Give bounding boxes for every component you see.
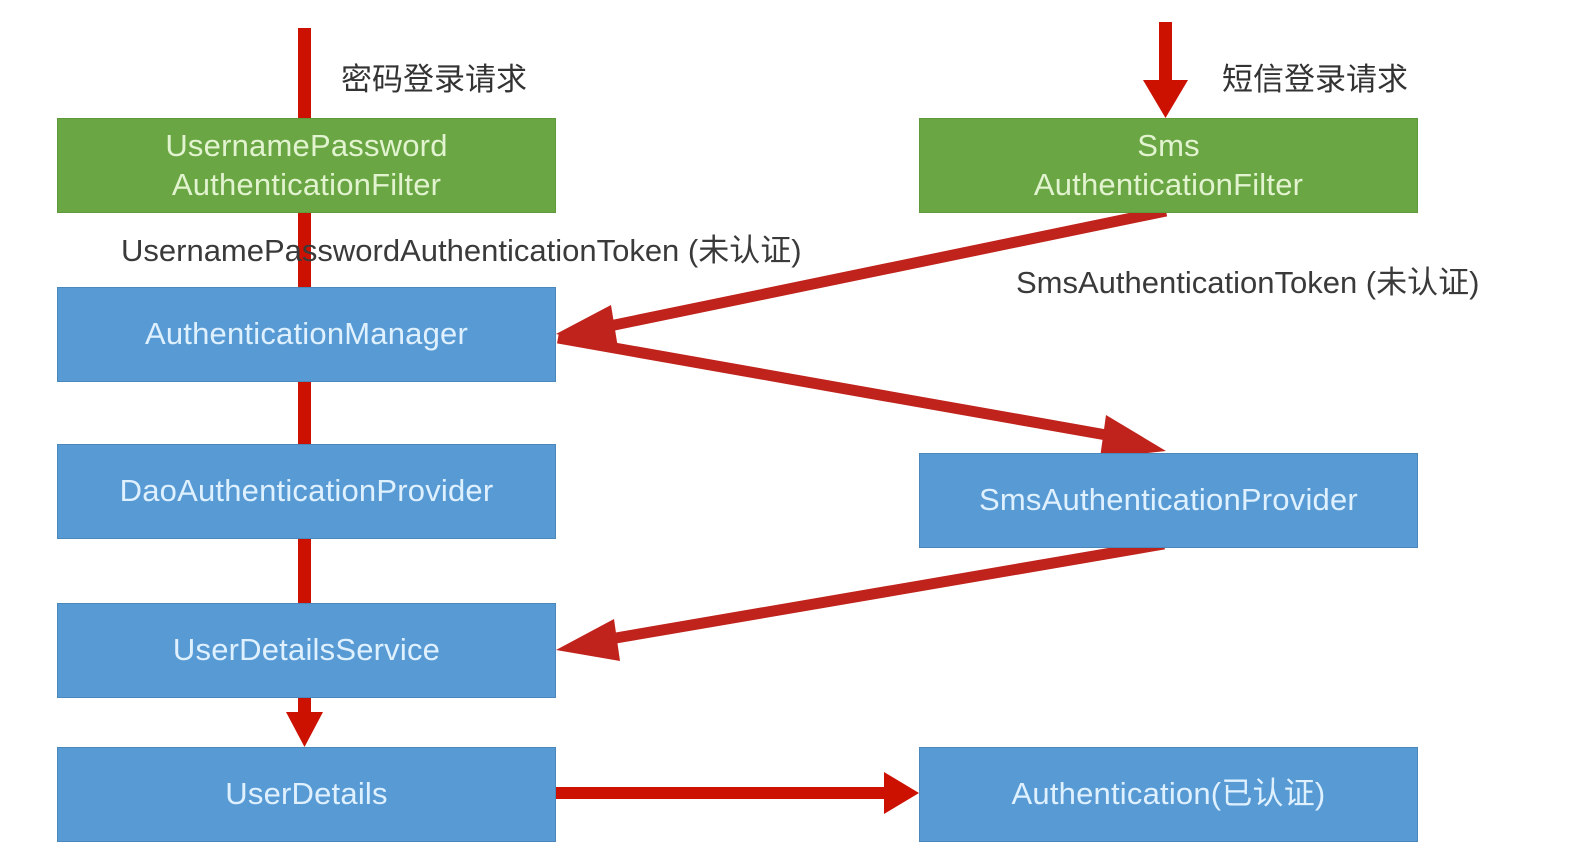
node-label: SmsAuthenticationProvider xyxy=(979,482,1358,518)
node-user-details-service[interactable]: UserDetailsService xyxy=(57,603,556,698)
caption-username-password-token: UsernamePasswordAuthenticationToken (未认证… xyxy=(121,233,802,268)
arrow-password-request-into-filter xyxy=(298,28,311,120)
arrow-manager-to-sms-provider xyxy=(557,332,1166,458)
node-label: UserDetailsService xyxy=(172,632,441,668)
node-label: AuthenticationManager xyxy=(144,316,469,352)
node-sms-authentication-provider[interactable]: SmsAuthenticationProvider xyxy=(919,453,1418,548)
node-label: Authentication(已认证) xyxy=(1011,776,1326,812)
arrow-sms-provider-to-user-details-service xyxy=(556,538,1165,661)
caption-sms-token: SmsAuthenticationToken (未认证) xyxy=(1016,265,1480,300)
arrow-dao-provider-to-user-details-service xyxy=(298,537,311,607)
arrow-user-details-to-authentication xyxy=(556,772,919,814)
node-label: Sms AuthenticationFilter xyxy=(1033,127,1304,202)
node-sms-authentication-filter[interactable]: Sms AuthenticationFilter xyxy=(919,118,1418,213)
node-dao-authentication-provider[interactable]: DaoAuthenticationProvider xyxy=(57,444,556,539)
caption-sms-login-request: 短信登录请求 xyxy=(1222,62,1408,97)
node-label: DaoAuthenticationProvider xyxy=(119,473,494,509)
node-authentication-authenticated[interactable]: Authentication(已认证) xyxy=(919,747,1418,842)
node-authentication-manager[interactable]: AuthenticationManager xyxy=(57,287,556,382)
arrow-sms-request-into-filter xyxy=(1143,22,1188,118)
node-username-password-authentication-filter[interactable]: UsernamePassword AuthenticationFilter xyxy=(57,118,556,213)
arrow-manager-to-dao-provider xyxy=(298,380,311,450)
node-user-details[interactable]: UserDetails xyxy=(57,747,556,842)
node-label: UserDetails xyxy=(225,776,388,812)
arrow-user-details-service-to-user-details xyxy=(286,697,323,747)
caption-password-login-request: 密码登录请求 xyxy=(341,62,527,97)
node-label: UsernamePassword AuthenticationFilter xyxy=(165,127,448,202)
